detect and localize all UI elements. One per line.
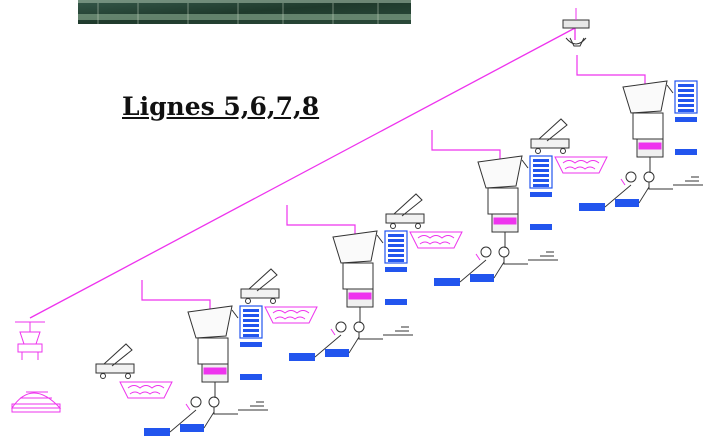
feed-cart — [385, 193, 425, 229]
hopper-tower — [622, 80, 674, 173]
tag-label-left — [579, 203, 605, 211]
tag-label-left — [289, 353, 315, 361]
control-panel — [384, 230, 408, 305]
valve-group — [185, 396, 268, 415]
hopper-tower — [187, 305, 239, 398]
production-line-7 — [385, 130, 558, 286]
signal-wire — [314, 334, 360, 358]
collection-basin — [119, 381, 173, 399]
production-line-8 — [530, 55, 703, 211]
collection-basin — [554, 156, 608, 174]
branch-pipe — [431, 130, 501, 162]
main-header-pipe — [29, 27, 576, 319]
tag-label-right — [180, 424, 204, 432]
tag-label-right — [470, 274, 494, 282]
branch-pipe — [576, 55, 646, 87]
collection-basin — [409, 231, 463, 249]
valve-group — [330, 321, 413, 340]
diagram-title: Lignes 5,6,7,8 — [122, 92, 320, 121]
control-panel — [239, 305, 263, 380]
collection-basin — [264, 306, 318, 324]
signal-wire — [459, 259, 505, 283]
tag-label-left — [144, 428, 170, 436]
tag-label-right — [325, 349, 349, 357]
production-line-5 — [95, 280, 268, 436]
valve-group — [475, 246, 558, 265]
branch-pipe — [141, 280, 211, 312]
feed-cart — [95, 343, 135, 379]
control-panel — [529, 155, 553, 230]
production-line-6 — [240, 205, 413, 361]
hopper-tower — [332, 230, 384, 323]
signal-wire — [169, 409, 215, 433]
photo-strip — [78, 0, 411, 24]
feed-cart — [240, 268, 280, 304]
tag-label-left — [434, 278, 460, 286]
top-source-unit — [562, 8, 590, 47]
valve-group — [620, 171, 703, 190]
feed-cart — [530, 118, 570, 154]
tag-label-right — [615, 199, 639, 207]
branch-pipe — [286, 205, 356, 237]
bottom-left-filter — [11, 321, 62, 413]
control-panel — [674, 80, 698, 155]
hopper-tower — [477, 155, 529, 248]
signal-wire — [604, 184, 650, 208]
